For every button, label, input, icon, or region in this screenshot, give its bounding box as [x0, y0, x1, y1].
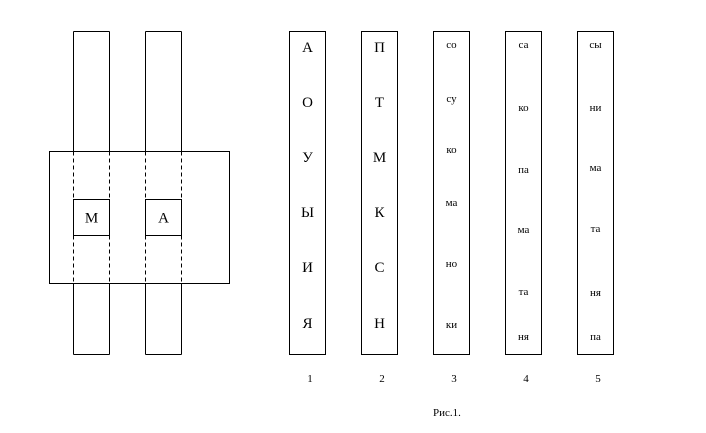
- strip-5-item: ня: [590, 287, 601, 299]
- device-window-right: [145, 199, 182, 236]
- strip-1: А О У Ы И Я 1: [289, 31, 326, 385]
- strip-4-item: та: [519, 286, 529, 298]
- strip-5-item: сы: [589, 39, 602, 51]
- strip-3-item: ма: [446, 197, 458, 209]
- strip-5-item: па: [590, 331, 601, 343]
- strip-1-item: А: [302, 40, 313, 56]
- strip-5-item: ни: [590, 102, 602, 114]
- strip-4-body: [505, 31, 542, 355]
- strip-4-item: ня: [518, 331, 529, 343]
- strip-1-item: Ы: [301, 205, 314, 221]
- strip-5-item: та: [591, 223, 601, 235]
- strip-1-item: У: [302, 150, 313, 166]
- strip-2-item: М: [373, 150, 386, 166]
- reading-device: М А: [49, 31, 230, 355]
- strip-5-item: ма: [590, 162, 602, 174]
- strip-4-number: 4: [523, 373, 529, 385]
- strip-3-item: ко: [446, 144, 457, 156]
- strip-3-item: су: [446, 93, 457, 105]
- strip-1-body: [289, 31, 326, 355]
- strip-5-body: [577, 31, 614, 355]
- strip-2-item: К: [374, 205, 385, 221]
- strip-4-item: па: [518, 164, 529, 176]
- strip-2-item: Н: [374, 316, 385, 332]
- strip-5-number: 5: [595, 373, 601, 385]
- strip-5: сы ни ма та ня па 5: [577, 31, 614, 385]
- strip-1-number: 1: [307, 373, 313, 385]
- strip-1-item: Я: [302, 316, 312, 332]
- device-window-right-letter: А: [158, 211, 169, 227]
- strip-3-item: со: [446, 39, 457, 51]
- strip-4-item: ма: [518, 224, 530, 236]
- strip-2-number: 2: [379, 373, 385, 385]
- strip-1-item: О: [302, 95, 313, 111]
- strip-3-body: [433, 31, 470, 355]
- strip-3-number: 3: [451, 373, 457, 385]
- strip-2-item: Т: [375, 95, 384, 111]
- strip-1-item: И: [302, 260, 313, 276]
- strip-2-item: С: [374, 260, 384, 276]
- strip-4-item: са: [519, 39, 529, 51]
- strip-4-item: ко: [518, 102, 529, 114]
- strip-4: са ко па ма та ня 4: [505, 31, 542, 385]
- device-window-left: [73, 199, 110, 236]
- strip-2-item: П: [374, 40, 385, 56]
- strip-2-body: [361, 31, 398, 355]
- figure-caption: Рис.1.: [433, 407, 461, 419]
- device-window-left-letter: М: [85, 211, 98, 227]
- strip-3: со су ко ма но ки 3: [433, 31, 470, 385]
- strip-2: П Т М К С Н 2: [361, 31, 398, 385]
- strip-3-item: но: [446, 258, 458, 270]
- strip-3-item: ки: [446, 319, 457, 331]
